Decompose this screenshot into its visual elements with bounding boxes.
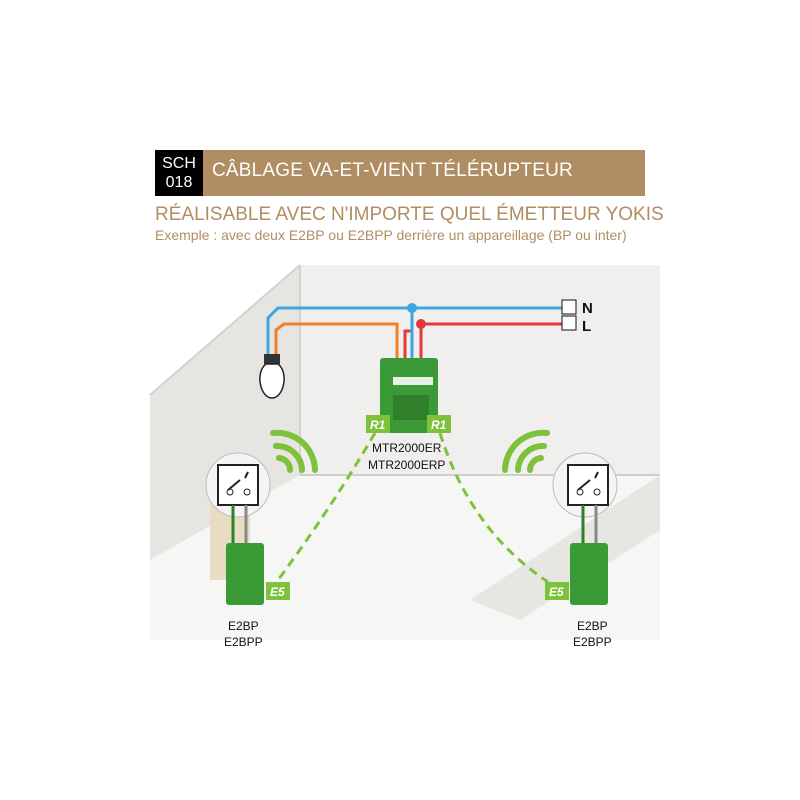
subtitle: RÉALISABLE AVEC N'IMPORTE QUEL ÉMETTEUR … xyxy=(155,204,664,225)
radio-links xyxy=(276,432,549,584)
right-emitter-model-1: E2BP xyxy=(577,619,608,633)
receiver-port-right: R1 xyxy=(431,418,447,432)
right-switch-box: E5 E2BP E2BPP xyxy=(545,452,618,649)
light-bulb-icon xyxy=(259,354,285,399)
receiver-model-1: MTR2000ER xyxy=(372,441,442,455)
terminal-n-label: N xyxy=(582,300,593,317)
left-emitter-model-2: E2BPP xyxy=(224,635,263,649)
wireless-signal-icon-right xyxy=(502,429,550,473)
code-line2: 018 xyxy=(165,174,193,191)
schema-title: CÂBLAGE VA-ET-VIENT TÉLÉRUPTEUR xyxy=(212,160,573,181)
left-emitter-model-1: E2BP xyxy=(228,619,259,633)
left-switch-box: E5 E2BP E2BPP xyxy=(205,452,290,649)
wireless-signal-icon-left xyxy=(270,429,318,473)
right-emitter-model-2: E2BPP xyxy=(573,635,612,649)
code-line1: SCH xyxy=(162,155,196,172)
left-emitter-port: E5 xyxy=(270,585,285,599)
terminal-block: N L xyxy=(561,299,593,335)
receiver-port-left: R1 xyxy=(370,418,386,432)
header-bar xyxy=(155,150,645,196)
terminal-l-label: L xyxy=(582,318,591,335)
wires xyxy=(266,303,562,360)
receiver-module: R1 R1 MTR2000ER MTR2000ERP xyxy=(366,358,451,472)
receiver-model-2: MTR2000ERP xyxy=(368,458,445,472)
schema-code: SCH 018 xyxy=(155,150,203,196)
right-emitter-port: E5 xyxy=(549,585,564,599)
example-text: Exemple : avec deux E2BP ou E2BPP derriè… xyxy=(155,227,627,243)
